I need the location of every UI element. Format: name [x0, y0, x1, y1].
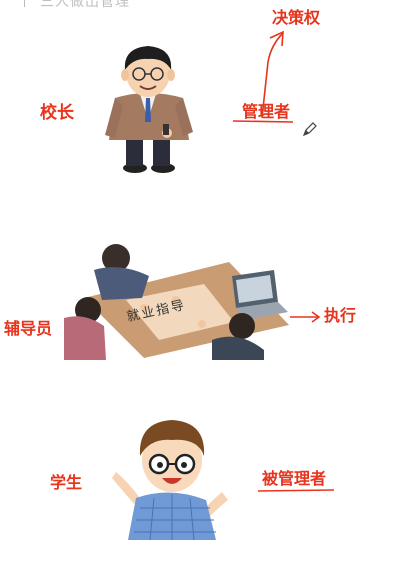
principal-illustration	[105, 46, 193, 173]
decision-power-label: 决策权	[272, 8, 321, 27]
underline-mark	[257, 489, 335, 492]
header-divider	[24, 0, 25, 7]
arrow-right-icon	[290, 311, 321, 323]
meeting-illustration	[64, 244, 289, 360]
manager-label: 管理者	[242, 102, 291, 121]
managed-label: 被管理者	[262, 469, 327, 488]
counselor-label: 辅导员	[4, 319, 53, 338]
page-header: 三人做出管理	[40, 0, 130, 10]
student-illustration	[112, 420, 228, 541]
pencil-cursor-icon	[302, 122, 317, 137]
principal-label: 校长	[40, 103, 74, 123]
execute-label: 执行	[324, 306, 357, 325]
student-label: 学生	[50, 473, 83, 492]
